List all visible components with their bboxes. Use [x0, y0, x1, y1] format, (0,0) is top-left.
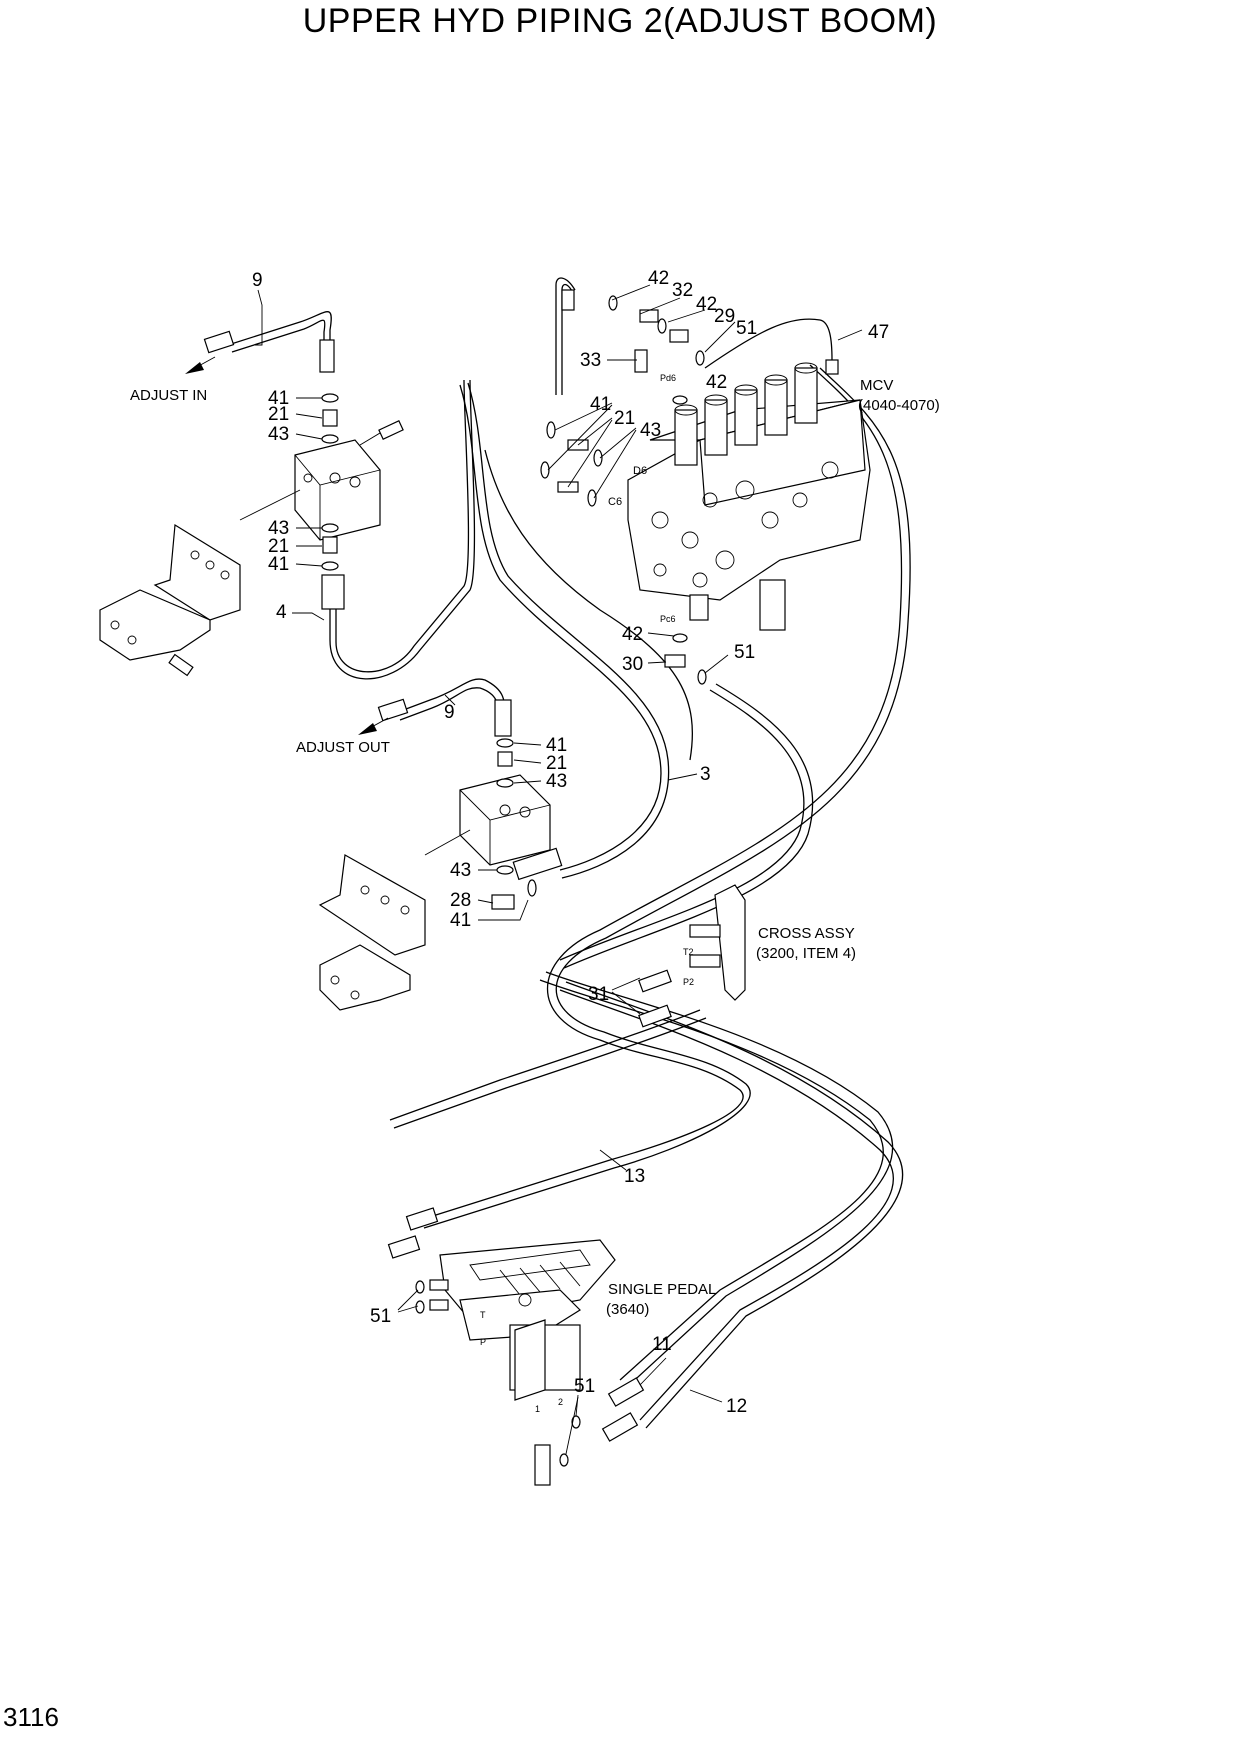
- callout-28: 28: [450, 890, 471, 911]
- note-cross-assy-ref: (3200, ITEM 4): [756, 945, 856, 962]
- arrow-adjust-out-icon: [358, 717, 389, 735]
- callout-3: 3: [700, 764, 711, 785]
- note-mcv-ref: (4040-4070): [858, 397, 940, 414]
- callout-21-e: 21: [614, 408, 635, 429]
- note-single-pedal: SINGLE PEDAL: [608, 1281, 716, 1298]
- callout-41-a: 41: [268, 388, 289, 409]
- callout-41-c: 41: [546, 735, 567, 756]
- callout-31: 31: [588, 984, 609, 1005]
- callout-21-b: 21: [268, 536, 289, 557]
- callout-13: 13: [624, 1166, 645, 1187]
- leader-lines: [255, 284, 863, 1455]
- callout-51-a: 51: [736, 318, 757, 339]
- pilot-pipe-top: [555, 277, 576, 395]
- port-label-pc6: Pc6: [660, 614, 676, 624]
- callout-42-d: 42: [622, 624, 643, 645]
- callout-41-b: 41: [268, 554, 289, 575]
- callout-numbers: 9 41 21 43 43 21 41 4 9 41 21 43 43 28 4…: [252, 268, 889, 1417]
- bracket-upper: [99, 489, 301, 677]
- callout-21-c: 21: [546, 753, 567, 774]
- callout-32: 32: [672, 280, 693, 301]
- callout-41-d: 41: [450, 910, 471, 931]
- note-mcv: MCV: [860, 377, 893, 394]
- notes: ADJUST IN ADJUST OUT MCV (4040-4070) CRO…: [130, 377, 940, 1318]
- callout-42-b: 42: [696, 294, 717, 315]
- port-label-1: 1: [535, 1404, 540, 1414]
- callout-41-e: 41: [590, 394, 611, 415]
- arrow-adjust-in-icon: [185, 356, 216, 374]
- hose-3: [459, 382, 693, 881]
- callout-9-lower: 9: [444, 702, 455, 723]
- main-control-valve: [627, 362, 871, 631]
- note-adjust-in: ADJUST IN: [130, 387, 207, 404]
- callout-51-b: 51: [734, 642, 755, 663]
- callout-42-c: 42: [706, 372, 727, 393]
- callout-43-b: 43: [268, 518, 289, 539]
- callout-47: 47: [868, 322, 889, 343]
- callout-43-d: 43: [450, 860, 471, 881]
- port-label-2: 2: [558, 1397, 563, 1407]
- note-cross-assy: CROSS ASSY: [758, 925, 855, 942]
- callout-21-a: 21: [268, 404, 289, 425]
- hose-11-12: [539, 971, 904, 1442]
- port-label-p: P: [480, 1337, 486, 1347]
- callout-51-c: 51: [370, 1306, 391, 1327]
- callout-29: 29: [714, 306, 735, 327]
- port-label-d6: D6: [633, 465, 647, 477]
- callout-43-e: 43: [640, 420, 661, 441]
- port-label-t: T: [480, 1310, 486, 1320]
- note-adjust-out: ADJUST OUT: [296, 739, 390, 756]
- callout-4: 4: [276, 602, 287, 623]
- cross-assy-bracket: [638, 884, 746, 1028]
- page-number: 3116: [3, 1702, 59, 1732]
- callout-9-upper: 9: [252, 270, 263, 291]
- callout-12: 12: [726, 1396, 747, 1417]
- bracket-lower: [318, 829, 471, 1011]
- fittings: [321, 295, 707, 1467]
- joint-block-lower: [459, 774, 551, 866]
- callout-42-a: 42: [648, 268, 669, 289]
- hose-4: [321, 379, 476, 680]
- port-label-c6: C6: [608, 496, 622, 508]
- callout-43-c: 43: [546, 771, 567, 792]
- port-labels: Pd6 Pc6 D6 C6 T2 P2 T P 1 2: [480, 373, 694, 1414]
- joint-block-upper: [294, 420, 404, 541]
- single-pedal: [439, 1239, 616, 1486]
- hose-47: [704, 318, 839, 375]
- note-single-pedal-ref: (3640): [606, 1301, 649, 1318]
- callout-43-a: 43: [268, 424, 289, 445]
- hose-9-upper: [203, 311, 335, 373]
- hose-9-lower: [377, 678, 512, 737]
- callout-33: 33: [580, 350, 601, 371]
- port-label-t2: T2: [683, 947, 694, 957]
- hose-13: [387, 364, 911, 1259]
- page-title: UPPER HYD PIPING 2(ADJUST BOOM): [302, 2, 938, 40]
- callout-51-d: 51: [574, 1376, 595, 1397]
- callout-11: 11: [652, 1334, 672, 1355]
- port-label-pd6: Pd6: [660, 373, 676, 383]
- callout-30: 30: [622, 654, 643, 675]
- port-label-p2: P2: [683, 977, 694, 987]
